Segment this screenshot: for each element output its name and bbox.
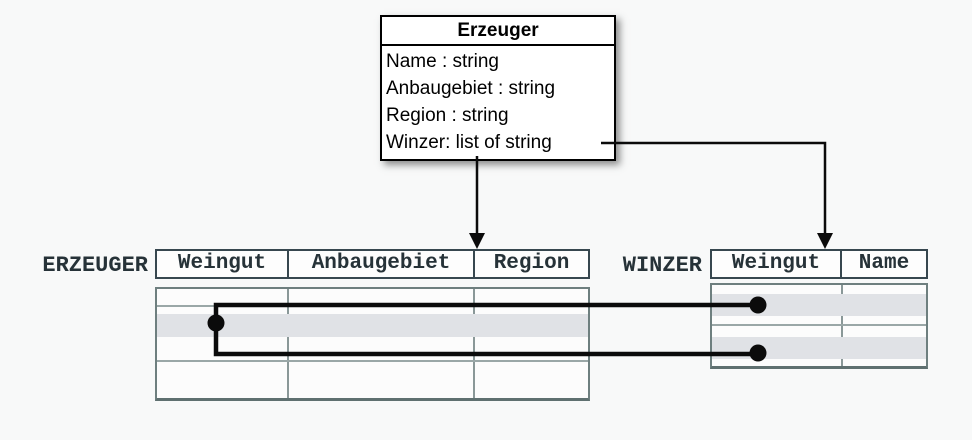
winzer-table-label: WINZER: [622, 253, 702, 278]
erzeuger-highlighted-row: [157, 314, 588, 337]
erzeuger-table-label: ERZEUGER: [42, 253, 148, 278]
winzer-row-divider: [712, 324, 926, 326]
erzeuger-col-anbaugebiet: Anbaugebiet: [289, 251, 475, 277]
arrow-line-winzer-attr-to-winzer: [601, 141, 827, 234]
winzer-col-weingut: Weingut: [712, 251, 842, 277]
erzeuger-body-table: [155, 287, 590, 401]
erzeuger-header-row: Weingut Anbaugebiet Region: [155, 249, 590, 279]
erzeuger-row-divider-2: [157, 360, 588, 362]
arrowhead-to-winzer: [817, 233, 833, 249]
winzer-highlighted-row-2: [712, 337, 926, 359]
winzer-col-name: Name: [858, 252, 910, 275]
uml-class-box-erzeuger: Erzeuger Name : string Anbaugebiet : str…: [380, 15, 616, 161]
class-attribute-anbaugebiet: Anbaugebiet : string: [386, 78, 556, 99]
class-attribute-name: Name : string: [386, 51, 499, 72]
erzeuger-col-weingut: Weingut: [157, 251, 289, 277]
class-attribute-region: Region : string: [386, 105, 509, 126]
erzeuger-row-divider-1: [157, 305, 588, 307]
winzer-header-row: Weingut Name: [710, 249, 928, 279]
winzer-body-table: [710, 283, 928, 369]
class-attribute-list: Name : string Anbaugebiet : string Regio…: [382, 46, 614, 159]
arrowhead-to-erzeuger: [469, 233, 485, 249]
class-attribute-winzer: Winzer: list of string: [386, 132, 552, 153]
winzer-highlighted-row-1: [712, 294, 926, 316]
class-title: Erzeuger: [382, 17, 614, 46]
erzeuger-col-region: Region: [493, 252, 570, 275]
